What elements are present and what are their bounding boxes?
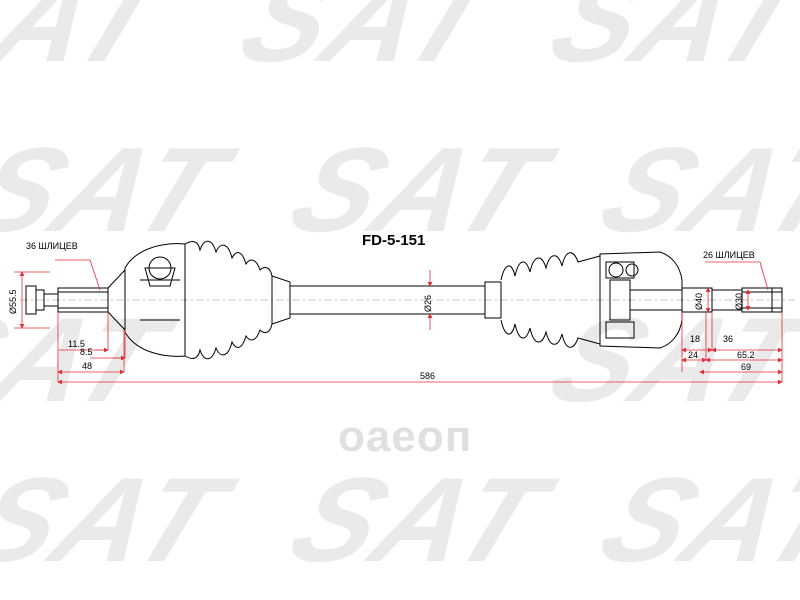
center-logo: оаеоп (338, 412, 473, 461)
dim-right-diameter-30: Ø30 (734, 292, 744, 310)
dim-11-5: 11.5 (68, 339, 85, 349)
dim-shaft-diameter: Ø26 (423, 294, 433, 312)
dim-586: 586 (420, 371, 436, 381)
dim-69: 69 (741, 362, 752, 372)
dim-8-5: 8.5 (80, 347, 93, 357)
dim-65-2: 65.2 (737, 350, 755, 360)
left-splines-label: 36 ШЛИЦЕВ (26, 241, 78, 251)
right-splines-label: 26 ШЛИЦЕВ (703, 250, 755, 260)
dim-36: 36 (723, 334, 734, 344)
outer-boot (184, 240, 291, 360)
inner-boot (484, 252, 601, 348)
part-number: FD-5-151 (362, 232, 426, 249)
dim-left-diameter: Ø55.5 (8, 289, 18, 314)
dim-24: 24 (688, 350, 699, 360)
dim-right-diameter-40: Ø40 (694, 292, 704, 310)
dim-48: 48 (82, 361, 93, 371)
shaft (290, 285, 485, 315)
dim-18: 18 (690, 334, 701, 344)
dimension-lines (14, 259, 783, 385)
